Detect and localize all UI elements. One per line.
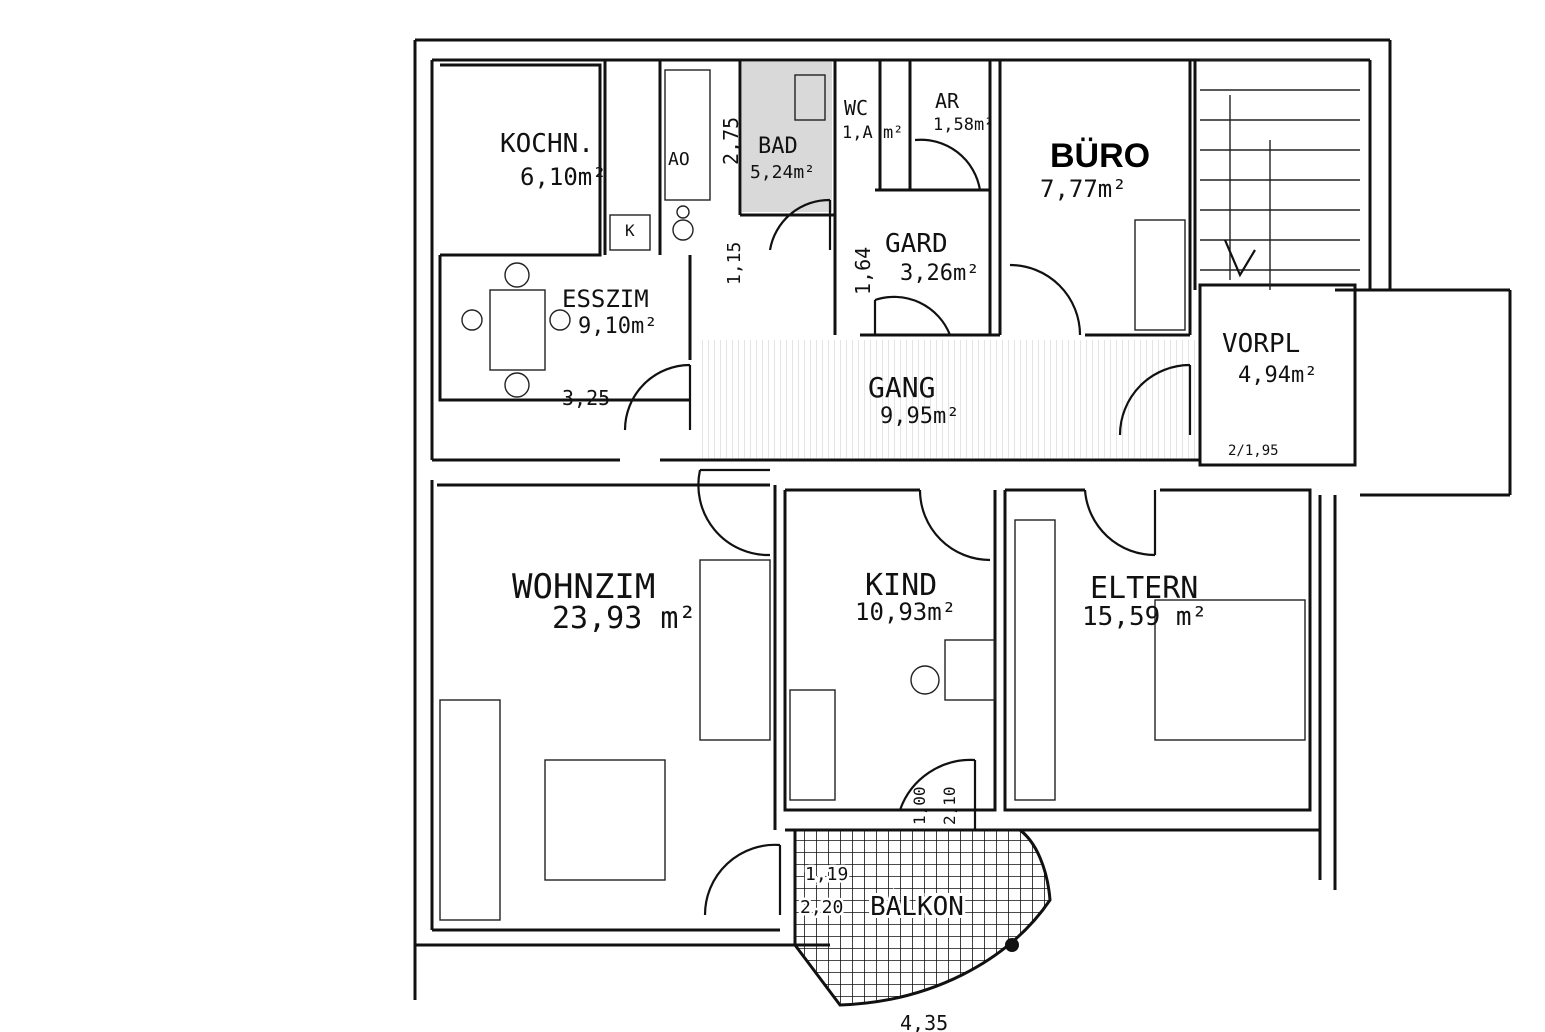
kind-area: 10,93m² bbox=[855, 598, 956, 626]
kochn-name: KOCHN. bbox=[500, 129, 594, 159]
buero-name: BÜRO bbox=[1050, 137, 1150, 175]
wohnzim-name: WOHNZIM bbox=[512, 567, 655, 607]
kind-name: KIND bbox=[865, 568, 937, 603]
eltern-area: 15,59 m² bbox=[1082, 602, 1207, 632]
kochn-area: 6,10m² bbox=[520, 163, 607, 191]
bad-area: 5,24m² bbox=[750, 162, 815, 183]
vorpl-area: 4,94m² bbox=[1238, 363, 1317, 388]
vorpl-name: VORPL bbox=[1222, 329, 1300, 359]
wc-name: WC bbox=[844, 96, 868, 120]
dimension-labels: 3,25 2,75 1,64 1,15 AO K 1,19 2,20 1,00 … bbox=[562, 117, 1279, 1032]
dim-115: 1,15 bbox=[724, 242, 745, 285]
gang-name: GANG bbox=[868, 371, 935, 404]
dim-119: 1,19 bbox=[805, 864, 848, 885]
furniture bbox=[439, 69, 1306, 921]
dim-210: 2,10 bbox=[940, 786, 959, 825]
bad-floor bbox=[742, 62, 832, 212]
bad-name: BAD bbox=[758, 134, 798, 159]
dim-bottom: 4,35 bbox=[900, 1011, 948, 1032]
room-labels: KOCHN. 6,10m² BAD 5,24m² WC 1,A m² AR 1,… bbox=[500, 89, 1317, 925]
dim-220: 2,20 bbox=[800, 897, 843, 918]
gang-floor bbox=[700, 340, 1200, 458]
buero-area: 7,77m² bbox=[1040, 175, 1127, 203]
balkon-name: BALKON bbox=[870, 892, 964, 922]
wohnzim-area: 23,93 m² bbox=[552, 601, 697, 636]
dim-325: 3,25 bbox=[562, 386, 610, 410]
dim-k: K bbox=[625, 221, 635, 240]
ar-area: 1,58m² bbox=[933, 115, 994, 135]
gang-area: 9,95m² bbox=[880, 404, 959, 429]
esszim-name: ESSZIM bbox=[562, 285, 649, 313]
dim-vorpl-small: 2/1,95 bbox=[1228, 443, 1279, 459]
outer-walls bbox=[413, 38, 1512, 1000]
gard-area: 3,26m² bbox=[900, 261, 979, 286]
dim-100: 1,00 bbox=[910, 786, 929, 825]
dim-ao: AO bbox=[668, 149, 690, 170]
eltern-name: ELTERN bbox=[1090, 571, 1198, 606]
wc-area: 1,A m² bbox=[842, 123, 903, 143]
dim-164: 1,64 bbox=[851, 247, 875, 295]
dim-275: 2,75 bbox=[719, 117, 743, 165]
balcony bbox=[785, 828, 1052, 1007]
door-swings bbox=[623, 138, 1192, 916]
ar-name: AR bbox=[935, 89, 960, 113]
stairs bbox=[1200, 59, 1360, 290]
gard-name: GARD bbox=[885, 229, 948, 259]
esszim-area: 9,10m² bbox=[578, 314, 657, 339]
